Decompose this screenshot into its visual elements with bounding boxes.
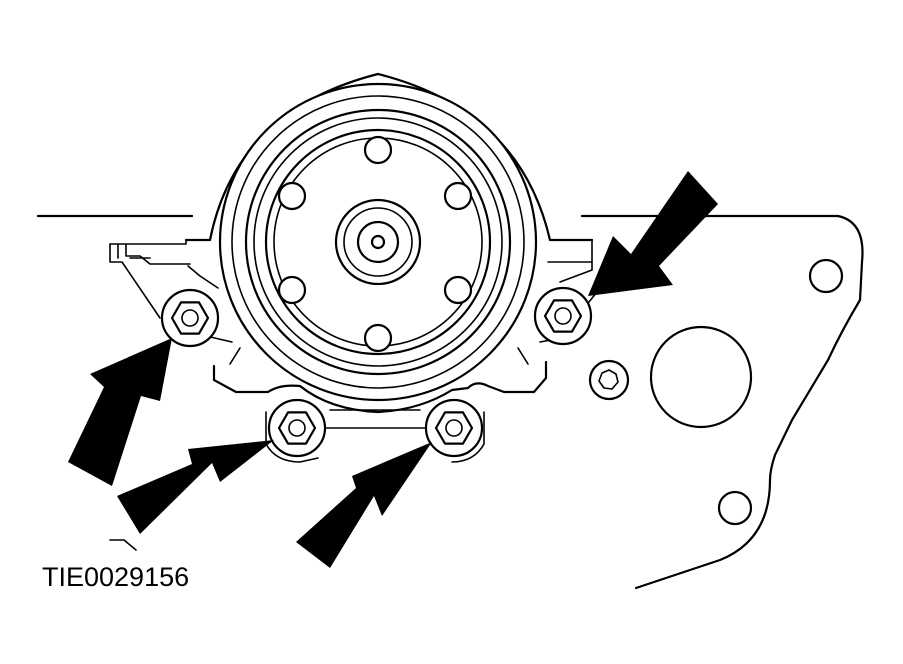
pointer-arrows (68, 171, 718, 568)
torx-screw (588, 359, 630, 401)
bolt-bottom-right (424, 398, 484, 458)
arrow-right-bolt (588, 171, 718, 296)
arrow-bottom-right-bolt (296, 442, 432, 568)
engine-block-outline (36, 214, 864, 590)
bolt-left (160, 288, 220, 348)
figure-reference-code: TIE0029156 (42, 562, 190, 592)
lower-flange (265, 409, 485, 463)
pulley-bolt-holes (277, 135, 473, 353)
arrow-bottom-left-bolt (117, 440, 274, 534)
cover-openings (649, 258, 844, 526)
pump-hub (334, 198, 422, 286)
arrow-left-bolt (68, 338, 172, 486)
bolt-bottom-left (267, 398, 327, 458)
bolt-right (533, 286, 593, 346)
